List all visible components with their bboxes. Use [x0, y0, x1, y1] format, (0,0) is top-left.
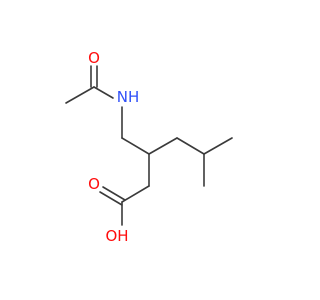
amide-nitrogen-label: NH: [117, 88, 140, 106]
bond-isobutyl-isopropyl: [176, 137, 205, 155]
molecular-structure: O NH O OH: [65, 49, 233, 245]
bond-isopropyl-methyl-a: [203, 137, 233, 155]
bond-carbonyl-nitrogen: [93, 86, 114, 99]
bond-acid-co-double-b: [99, 191, 123, 206]
acid-carbonyl-oxygen-label: O: [88, 175, 100, 193]
bond-acid-co-double-a: [102, 186, 126, 201]
bond-acetic-carboxyl: [121, 185, 150, 203]
acid-hydroxyl-oxygen-label: OH: [105, 227, 128, 245]
atom-labels: O NH O OH: [88, 49, 139, 245]
bonds: [65, 65, 233, 226]
bond-methyl-carbonyl: [65, 86, 95, 104]
amide-carbonyl-oxygen-label: O: [88, 49, 100, 67]
bond-methylene-methine: [121, 137, 150, 155]
bond-methine-isobutyl: [148, 137, 178, 155]
